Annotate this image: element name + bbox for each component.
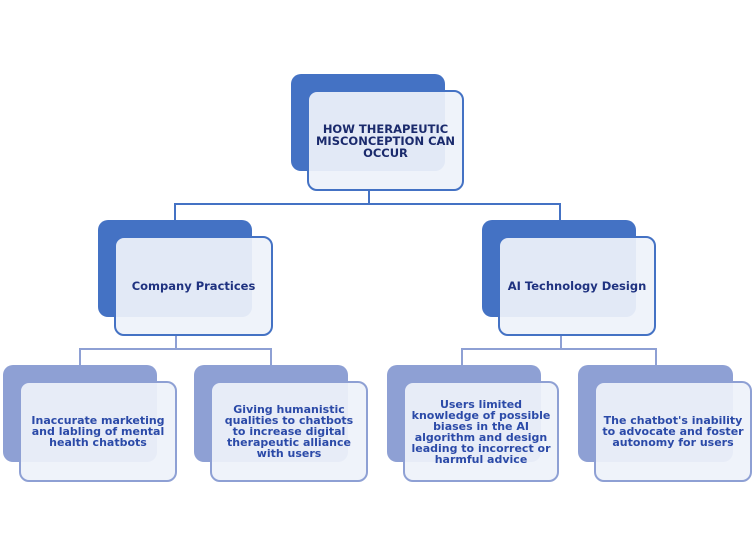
connector-left-horizontal: [79, 348, 272, 350]
user-bias-knowledge-node: Users limited knowledge of possible bias…: [403, 381, 559, 482]
connector-to-humanistic-qualities: [270, 348, 272, 366]
connector-level1-horizontal: [174, 203, 561, 205]
root-node: HOW THERAPEUTIC MISCONCEPTION CAN OCCUR: [307, 90, 464, 191]
connector-root-down: [368, 190, 370, 205]
connector-right-horizontal: [461, 348, 657, 350]
connector-to-inaccurate-marketing: [79, 348, 81, 366]
inaccurate-marketing-node: Inaccurate marketing and labling of ment…: [19, 381, 177, 482]
autonomy-inability-node: The chatbot's inability to advocate and …: [594, 381, 752, 482]
connector-to-company-practices: [174, 203, 176, 221]
connector-to-autonomy-inability: [655, 348, 657, 366]
ai-technology-design-node: AI Technology Design: [498, 236, 656, 336]
connector-ai-down: [560, 335, 562, 349]
connector-to-ai-technology-design: [559, 203, 561, 221]
connector-company-down: [175, 335, 177, 349]
company-practices-node: Company Practices: [114, 236, 273, 336]
humanistic-qualities-node: Giving humanistic qualities to chatbots …: [210, 381, 368, 482]
connector-to-user-bias-knowledge: [461, 348, 463, 366]
